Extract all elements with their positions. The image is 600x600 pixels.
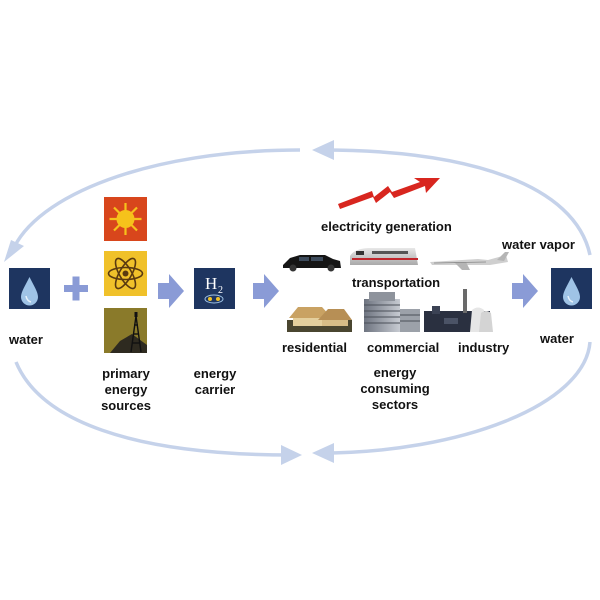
energy-carrier-label: energy carrier [180,366,250,398]
energy-consuming-sectors-label: energy consuming sectors [350,365,440,413]
energy-carrier-line-1: energy [193,366,237,381]
atom-icon [104,251,147,296]
oil-derrick-icon [104,308,147,353]
hydrogen-tile-icon: H 2 [194,268,235,309]
water-vapor-label: water vapor [502,237,575,252]
industry-label: industry [458,340,510,355]
office-building-icon [364,292,420,332]
energy-carrier-line-2: carrier [194,382,236,397]
primary-energy-sources-line-3: sources [101,398,151,413]
primary-energy-sources-label: primary energy sources [86,366,166,414]
water-drop-icon [9,268,50,309]
energy-consuming-sectors-line-1: energy [373,365,417,380]
water-right-label: water [540,331,574,346]
lightning-bolt-icon [338,178,440,209]
airplane-icon [430,252,509,270]
h2-subscript: 2 [218,285,223,296]
flow-arrow-to-carrier [158,274,184,308]
sun-icon [104,197,147,241]
energy-consuming-sectors-line-2: consuming [360,381,430,396]
electricity-generation-label: electricity generation [321,219,452,234]
car-icon [283,255,341,272]
cycle-arrow-top [4,140,592,262]
factory-icon [424,289,493,332]
energy-consuming-sectors-line-3: sectors [371,397,419,412]
primary-energy-sources-line-1: primary [102,366,150,381]
water-drop-icon [551,268,592,309]
h2-symbol: H [205,274,217,293]
plus-sign [64,276,88,301]
primary-energy-sources-line-2: energy [104,382,148,397]
transportation-label: transportation [352,275,441,290]
water-left-label: water [9,332,43,347]
commercial-label: commercial [367,340,440,355]
cycle-arrow-bottom [14,341,592,465]
train-icon [350,248,418,265]
flow-arrow-to-water-vapor [512,274,538,308]
flow-arrow-to-sectors [253,274,279,308]
residential-label: residential [282,340,348,355]
houses-icon [287,307,352,332]
